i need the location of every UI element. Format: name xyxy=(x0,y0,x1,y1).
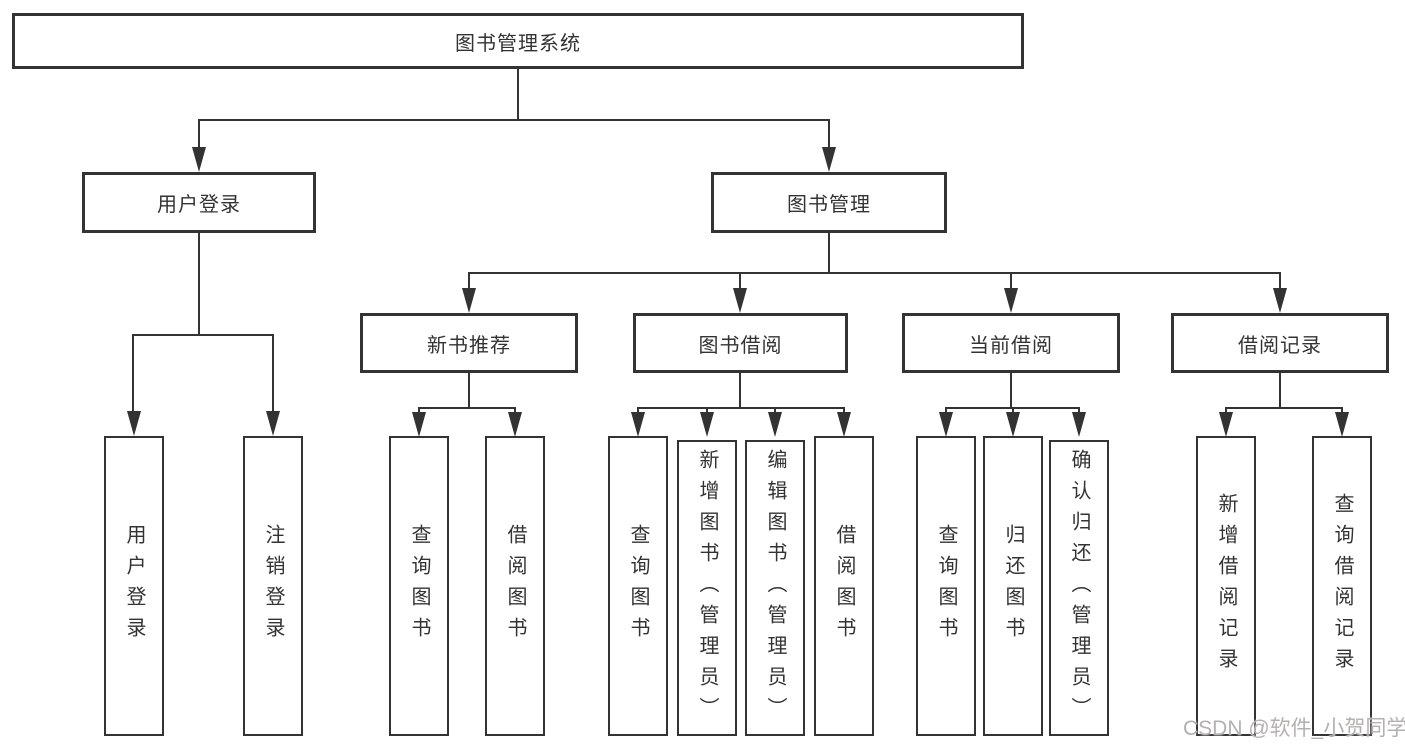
leaf-br-query-record: 查询借阅记录 xyxy=(1312,436,1372,736)
arrow-down-icon xyxy=(1004,288,1018,313)
node-user-login: 用户登录 xyxy=(82,172,316,233)
node-user-login-label: 用户登录 xyxy=(157,194,241,216)
arrow-down-icon xyxy=(837,412,851,437)
connector-line xyxy=(774,407,776,413)
connector-line xyxy=(1010,373,1012,408)
connector-line xyxy=(1279,373,1281,408)
leaf-cb-confirm-return-admin-label: 确认归还（管理员） xyxy=(1068,448,1090,728)
connector-line xyxy=(1225,407,1227,413)
arrow-down-icon xyxy=(822,147,836,172)
leaf-bb-borrow-books: 借阅图书 xyxy=(814,436,874,736)
connector-line xyxy=(637,407,639,413)
leaf-cb-confirm-return-admin: 确认归还（管理员） xyxy=(1049,440,1109,736)
leaf-bb-edit-book-admin-label: 编辑图书（管理员） xyxy=(764,448,786,728)
connector-line xyxy=(945,407,947,413)
arrow-down-icon xyxy=(266,411,280,436)
connector-line xyxy=(272,334,274,412)
connector-line xyxy=(1078,407,1080,413)
connector-line xyxy=(198,119,200,148)
leaf-cb-return-books-label: 归还图书 xyxy=(1002,524,1024,648)
arrow-down-icon xyxy=(1335,412,1349,437)
leaf-br-add-record-label: 新增借阅记录 xyxy=(1215,493,1237,679)
arrow-down-icon xyxy=(1072,412,1086,437)
leaf-user-login: 用户登录 xyxy=(104,436,164,736)
connector-line xyxy=(418,407,420,413)
connector-line xyxy=(514,407,516,413)
leaf-bb-edit-book-admin: 编辑图书（管理员） xyxy=(745,440,805,736)
arrow-down-icon xyxy=(700,412,714,437)
leaf-bb-borrow-books-label: 借阅图书 xyxy=(833,524,855,648)
leaf-bb-query-books: 查询图书 xyxy=(608,436,668,736)
connector-line xyxy=(739,272,741,289)
leaf-nb-borrow-books: 借阅图书 xyxy=(485,436,545,736)
leaf-br-add-record: 新增借阅记录 xyxy=(1196,436,1256,736)
connector-line xyxy=(706,407,708,413)
connector-line xyxy=(1279,272,1281,289)
node-root: 图书管理系统 xyxy=(12,13,1024,69)
arrow-down-icon xyxy=(1273,288,1287,313)
connector-line xyxy=(843,407,845,413)
leaf-br-query-record-label: 查询借阅记录 xyxy=(1331,493,1353,679)
node-current-borrow: 当前借阅 xyxy=(902,313,1120,373)
node-new-books-label: 新书推荐 xyxy=(427,334,511,357)
node-book-mgmt: 图书管理 xyxy=(711,172,947,233)
arrow-down-icon xyxy=(508,412,522,437)
arrow-down-icon xyxy=(1219,412,1233,437)
leaf-bb-add-book-admin-label: 新增图书（管理员） xyxy=(696,448,718,728)
connector-line xyxy=(199,119,830,121)
leaf-nb-query-books-label: 查询图书 xyxy=(408,524,430,648)
watermark: CSDN @软件_小贺同学 xyxy=(1183,717,1405,740)
node-new-books: 新书推荐 xyxy=(360,313,578,373)
connector-line xyxy=(1225,407,1343,409)
leaf-logout-label: 注销登录 xyxy=(262,524,284,648)
leaf-cb-query-books: 查询图书 xyxy=(916,436,976,736)
node-book-mgmt-label: 图书管理 xyxy=(787,194,871,216)
connector-line xyxy=(468,272,1281,274)
connector-line xyxy=(468,272,470,289)
connector-line xyxy=(739,373,741,408)
arrow-down-icon xyxy=(733,288,747,313)
leaf-bb-query-books-label: 查询图书 xyxy=(627,524,649,648)
node-borrow-records-label: 借阅记录 xyxy=(1238,334,1322,357)
arrow-down-icon xyxy=(631,412,645,437)
node-book-borrow-label: 图书借阅 xyxy=(698,334,783,357)
arrow-down-icon xyxy=(1006,412,1020,437)
arrow-down-icon xyxy=(127,411,141,436)
leaf-nb-query-books: 查询图书 xyxy=(389,436,449,736)
connector-line xyxy=(418,407,516,409)
leaf-bb-add-book-admin: 新增图书（管理员） xyxy=(677,440,737,736)
arrow-down-icon xyxy=(939,412,953,437)
node-current-borrow-label: 当前借阅 xyxy=(969,334,1053,357)
arrow-down-icon xyxy=(768,412,782,437)
leaf-cb-return-books: 归还图书 xyxy=(983,436,1043,736)
node-book-borrow: 图书借阅 xyxy=(633,313,848,373)
connector-line xyxy=(133,334,274,336)
node-borrow-records: 借阅记录 xyxy=(1171,313,1389,373)
connector-line xyxy=(828,119,830,148)
leaf-user-login-label: 用户登录 xyxy=(123,524,145,648)
connector-line xyxy=(1341,407,1343,413)
connector-line xyxy=(517,69,519,119)
leaf-nb-borrow-books-label: 借阅图书 xyxy=(504,524,526,648)
arrow-down-icon xyxy=(192,147,206,172)
leaf-logout: 注销登录 xyxy=(243,436,303,736)
node-root-label: 图书管理系统 xyxy=(455,32,581,55)
connector-line xyxy=(132,334,134,412)
arrow-down-icon xyxy=(412,412,426,437)
connector-line xyxy=(1012,407,1014,413)
connector-line xyxy=(637,407,845,409)
connector-line xyxy=(828,233,830,273)
connector-line xyxy=(198,233,200,335)
connector-line xyxy=(468,373,470,408)
connector-line xyxy=(1010,272,1012,289)
arrow-down-icon xyxy=(462,288,476,313)
leaf-cb-query-books-label: 查询图书 xyxy=(935,524,957,648)
